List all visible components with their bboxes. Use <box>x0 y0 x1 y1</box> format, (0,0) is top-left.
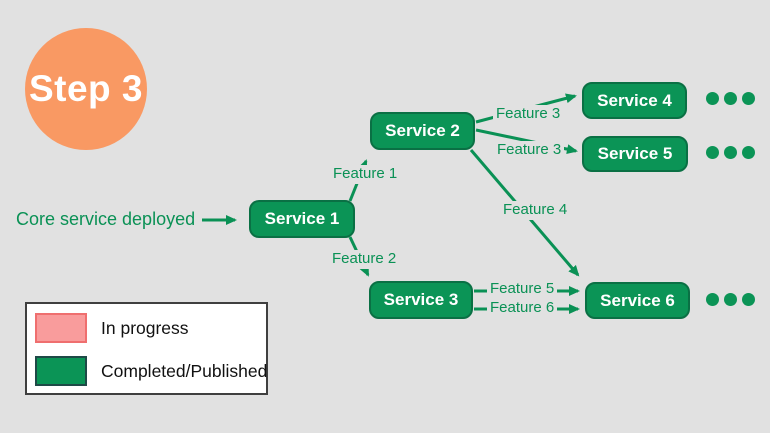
service-2-box: Service 2 <box>370 112 475 150</box>
feature-1-label: Feature 1 <box>330 165 401 184</box>
step-badge: Step 3 <box>25 28 147 150</box>
legend: In progress Completed/Published <box>25 302 268 395</box>
more-services-ellipsis-icon <box>706 92 755 105</box>
legend-row-in-progress: In progress <box>35 313 189 343</box>
feature-2-label: Feature 2 <box>329 250 400 269</box>
core-service-caption: Core service deployed <box>16 209 196 229</box>
more-services-ellipsis-icon <box>706 146 755 159</box>
more-services-ellipsis-icon <box>706 293 755 306</box>
service-4-box: Service 4 <box>582 82 687 119</box>
service-5-box: Service 5 <box>582 136 688 172</box>
in-progress-label: In progress <box>101 317 189 338</box>
completed-swatch <box>35 356 87 386</box>
in-progress-swatch <box>35 313 87 343</box>
legend-row-completed: Completed/Published <box>35 356 267 386</box>
feature-6-label: Feature 6 <box>487 299 558 318</box>
service-3-box: Service 3 <box>369 281 473 319</box>
feature-3-upper-label: Feature 3 <box>493 105 564 124</box>
feature-4-label: Feature 4 <box>500 201 571 220</box>
feature-5-label: Feature 5 <box>487 280 558 299</box>
service-6-box: Service 6 <box>585 282 690 319</box>
completed-label: Completed/Published <box>101 360 268 381</box>
service-1-box: Service 1 <box>249 200 355 238</box>
step-badge-label: Step 3 <box>28 68 144 109</box>
feature-3-lower-label: Feature 3 <box>494 141 565 160</box>
